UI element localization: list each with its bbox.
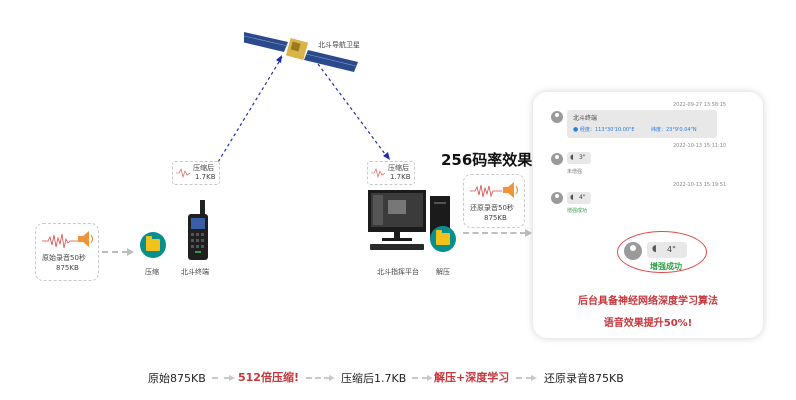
terminal-device-icon [188, 200, 208, 260]
rate-title: 256码率效果 [441, 151, 533, 169]
restored-audio-label: 还原录音50秒 [470, 204, 514, 212]
waveform-icon [42, 233, 80, 249]
voice-bubble[interactable]: ◖ 4" [567, 192, 591, 204]
compress-folder-icon [140, 232, 166, 258]
caption-line-1: 后台具备神经网络深度学习算法 [578, 296, 718, 307]
satellite-label: 北斗导航卫星 [318, 41, 360, 49]
timestamp: 2022-09-27 13:58:15 [673, 102, 727, 108]
voice-duration: 4" [579, 194, 586, 201]
speaker-icon [503, 182, 519, 198]
zoom-avatar [624, 242, 642, 260]
restored-audio-size: 875KB [484, 214, 507, 222]
satellite-icon [242, 32, 358, 72]
flow-arrow [412, 375, 433, 381]
chat-panel: 2022-09-27 13:58:15 北斗终端 ● 经度：113°30'10.… [533, 92, 763, 338]
compress-label: 压缩 [145, 268, 159, 276]
flow-arrow [516, 375, 537, 381]
downlink-label: 压缩后 [388, 164, 409, 172]
downlink-size-box: 压缩后 1.7KB [367, 161, 415, 185]
small-waveform-icon [371, 168, 385, 178]
platform-label: 北斗指挥平台 [377, 268, 419, 276]
flow-op-compress: 512倍压缩! [238, 371, 299, 384]
arrow-to-chat [463, 229, 532, 237]
satellite [242, 22, 364, 72]
terminal-label: 北斗终端 [181, 268, 209, 276]
source-audio-label: 原始录音50秒 [42, 254, 86, 262]
caption-line-2: 语音效果提升50%! [603, 318, 693, 329]
downlink-line [317, 63, 389, 159]
location-bubble: 北斗终端 ● 经度：113°30'10.00"E 纬度：23°9'0.04"N [567, 110, 717, 138]
voice-wave-icon: ◖ [570, 193, 574, 201]
location-pin-icon: ● [573, 126, 579, 133]
uplink-label: 压缩后 [193, 164, 214, 172]
flow-step-restored: 还原录音875KB [544, 372, 624, 385]
voice-bubble[interactable]: ◖ 3" [567, 152, 591, 164]
zoom-voice-bubble[interactable]: ◖ 4" [647, 242, 687, 258]
beidou-terminal [186, 200, 210, 266]
downlink-size: 1.7KB [390, 173, 411, 181]
avatar [551, 153, 563, 165]
avatar [551, 192, 563, 204]
speaker-icon [78, 231, 94, 247]
location-longitude: 经度：113°30'10.00"E [580, 127, 635, 133]
voice-wave-icon: ◖ [652, 244, 657, 254]
flow-arrow [306, 375, 335, 381]
uplink-arrowhead [276, 55, 282, 63]
location-latitude: 纬度：23°9'0.04"N [651, 127, 697, 133]
flow-step-compressed: 压缩后1.7KB [341, 372, 407, 385]
voice-wave-icon: ◖ [570, 153, 574, 161]
flow-step-original: 原始875KB [148, 372, 206, 385]
flow-arrow [212, 375, 235, 381]
waveform-icon [470, 184, 502, 198]
zoom-voice-duration: 4" [667, 245, 676, 254]
voice-status-enhanced: 增强成功 [567, 208, 588, 214]
voice-duration: 3" [579, 154, 586, 161]
restored-audio-box: 还原录音50秒 875KB [463, 174, 525, 228]
decompress-label: 解压 [436, 268, 450, 276]
zoom-callout [617, 231, 707, 273]
decompress-folder-icon [430, 226, 456, 252]
flow-op-decompress: 解压+深度学习 [434, 371, 510, 384]
downlink-arrowhead [383, 152, 390, 160]
timestamp: 2022-10-13 15:11:10 [673, 143, 727, 149]
computer-icon [368, 190, 450, 250]
source-audio-size: 875KB [56, 264, 79, 272]
small-waveform-icon [176, 168, 190, 178]
sender-name: 北斗终端 [573, 115, 598, 122]
timestamp: 2022-10-13 15:19:51 [673, 182, 727, 188]
uplink-size-box: 压缩后 1.7KB [172, 161, 220, 185]
voice-status-unenhanced: 未增强 [567, 169, 583, 175]
uplink-size: 1.7KB [195, 173, 216, 181]
uplink-line [211, 56, 283, 173]
arrow-to-compress [102, 248, 134, 256]
command-platform [368, 190, 452, 256]
zoom-status: 增强成功 [650, 262, 682, 271]
avatar [551, 111, 563, 123]
source-audio-box: 原始录音50秒 875KB [35, 223, 99, 281]
